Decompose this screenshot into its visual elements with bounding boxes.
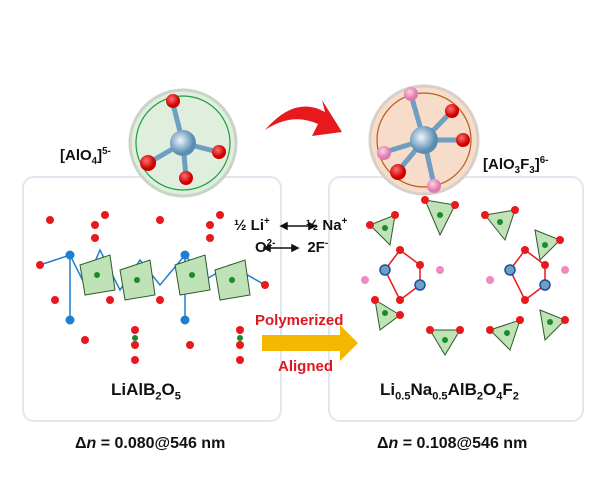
left-structure-panel: [22, 176, 282, 422]
exchange-arrows-icon: [262, 221, 317, 253]
transformation-arrow-icon: [265, 100, 342, 136]
alo4-tetrahedron-icon: [128, 88, 238, 198]
right-crystal-structure: [361, 196, 569, 356]
alo4-label: [AlO4]5-: [60, 146, 111, 167]
li-na-substitution: ½ Li+½ Na+: [234, 216, 348, 234]
aligned-label: Aligned: [278, 358, 333, 375]
polymerized-aligned-arrow-icon: [262, 325, 358, 361]
left-formula: LiAlB2O5: [111, 380, 181, 403]
right-formula: Li0.5Na0.5AlB2O4F2: [380, 380, 519, 403]
left-birefringence: Δn = 0.080@546 nm: [75, 435, 226, 452]
right-birefringence: Δn = 0.108@546 nm: [377, 435, 528, 452]
polymerized-label: Polymerized: [255, 312, 344, 329]
left-crystal-structure: [36, 211, 269, 364]
o-f-substitution: O2-2F-: [255, 238, 329, 256]
alo3f3-octahedron-icon: [368, 84, 480, 196]
right-structure-panel: [328, 176, 584, 422]
alo3f3-label: [AlO3F3]6-: [483, 155, 549, 176]
